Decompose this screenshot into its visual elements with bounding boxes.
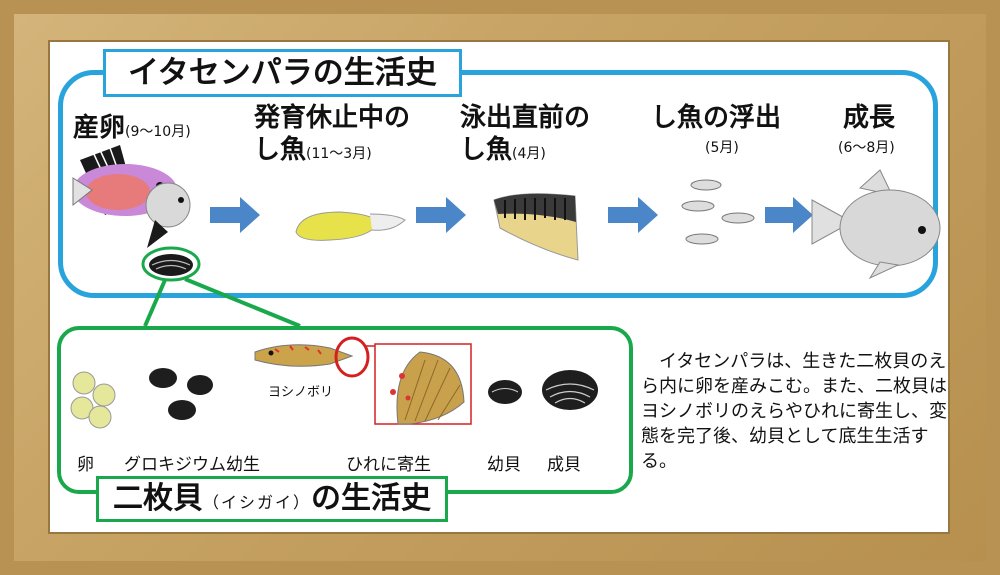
callout-line-left xyxy=(143,279,167,327)
pre-emergence-larva-illustration xyxy=(493,193,579,261)
goby-label: ヨシノボリ xyxy=(268,385,334,400)
stage-arrows xyxy=(210,197,813,233)
itasenpara-title: イタセンパラの生活史 xyxy=(103,49,462,97)
juvenile-mussel-illustration xyxy=(488,380,522,404)
arrow-3 xyxy=(608,197,658,233)
stage-spawning: 産卵(9～10月) xyxy=(73,113,191,143)
mussel-eggs-illustration xyxy=(70,371,116,429)
stage-larva-emergence-period: (5月) xyxy=(705,140,739,156)
itasenpara-panel xyxy=(58,70,938,298)
label-adult: 成貝 xyxy=(547,455,581,475)
stage-dormant-larva: 発育休止中の し魚(11～3月) xyxy=(254,103,411,165)
description-text: イタセンパラは、生きた二枚貝のえら内に卵を産みこむ。また、二枚貝はヨシノボリのえ… xyxy=(641,351,947,472)
stage-pre-emergence-larva: 泳出直前の し魚(4月) xyxy=(460,103,591,165)
mussel-title: 二枚貝（イシガイ）の生活史 xyxy=(96,476,449,522)
arrow-1 xyxy=(210,197,260,233)
floating-larvae-illustration xyxy=(681,179,755,245)
label-juvenile: 幼貝 xyxy=(487,455,521,475)
mussel-icon xyxy=(141,246,201,282)
stage-larva-emergence: し魚の浮出 xyxy=(651,103,782,133)
arrow-4 xyxy=(765,197,813,233)
stage-growth: 成長 xyxy=(843,103,896,133)
label-egg: 卵 xyxy=(77,455,94,475)
adult-mussel-illustration xyxy=(542,370,598,410)
arrow-2 xyxy=(416,197,466,233)
grown-fish-illustration xyxy=(811,169,941,280)
fin-parasitism-zoom xyxy=(366,343,472,425)
label-fin-parasitism: ひれに寄生 xyxy=(346,455,431,475)
goby-illustration xyxy=(254,336,370,378)
dormant-larva-illustration xyxy=(295,211,406,241)
spawning-fish xyxy=(72,145,191,248)
label-glochidium: グロキジウム幼生 xyxy=(124,455,260,475)
stage-growth-period: (6～8月) xyxy=(838,140,895,156)
glochidia-illustration xyxy=(149,368,213,420)
callout-line-right xyxy=(184,277,301,328)
